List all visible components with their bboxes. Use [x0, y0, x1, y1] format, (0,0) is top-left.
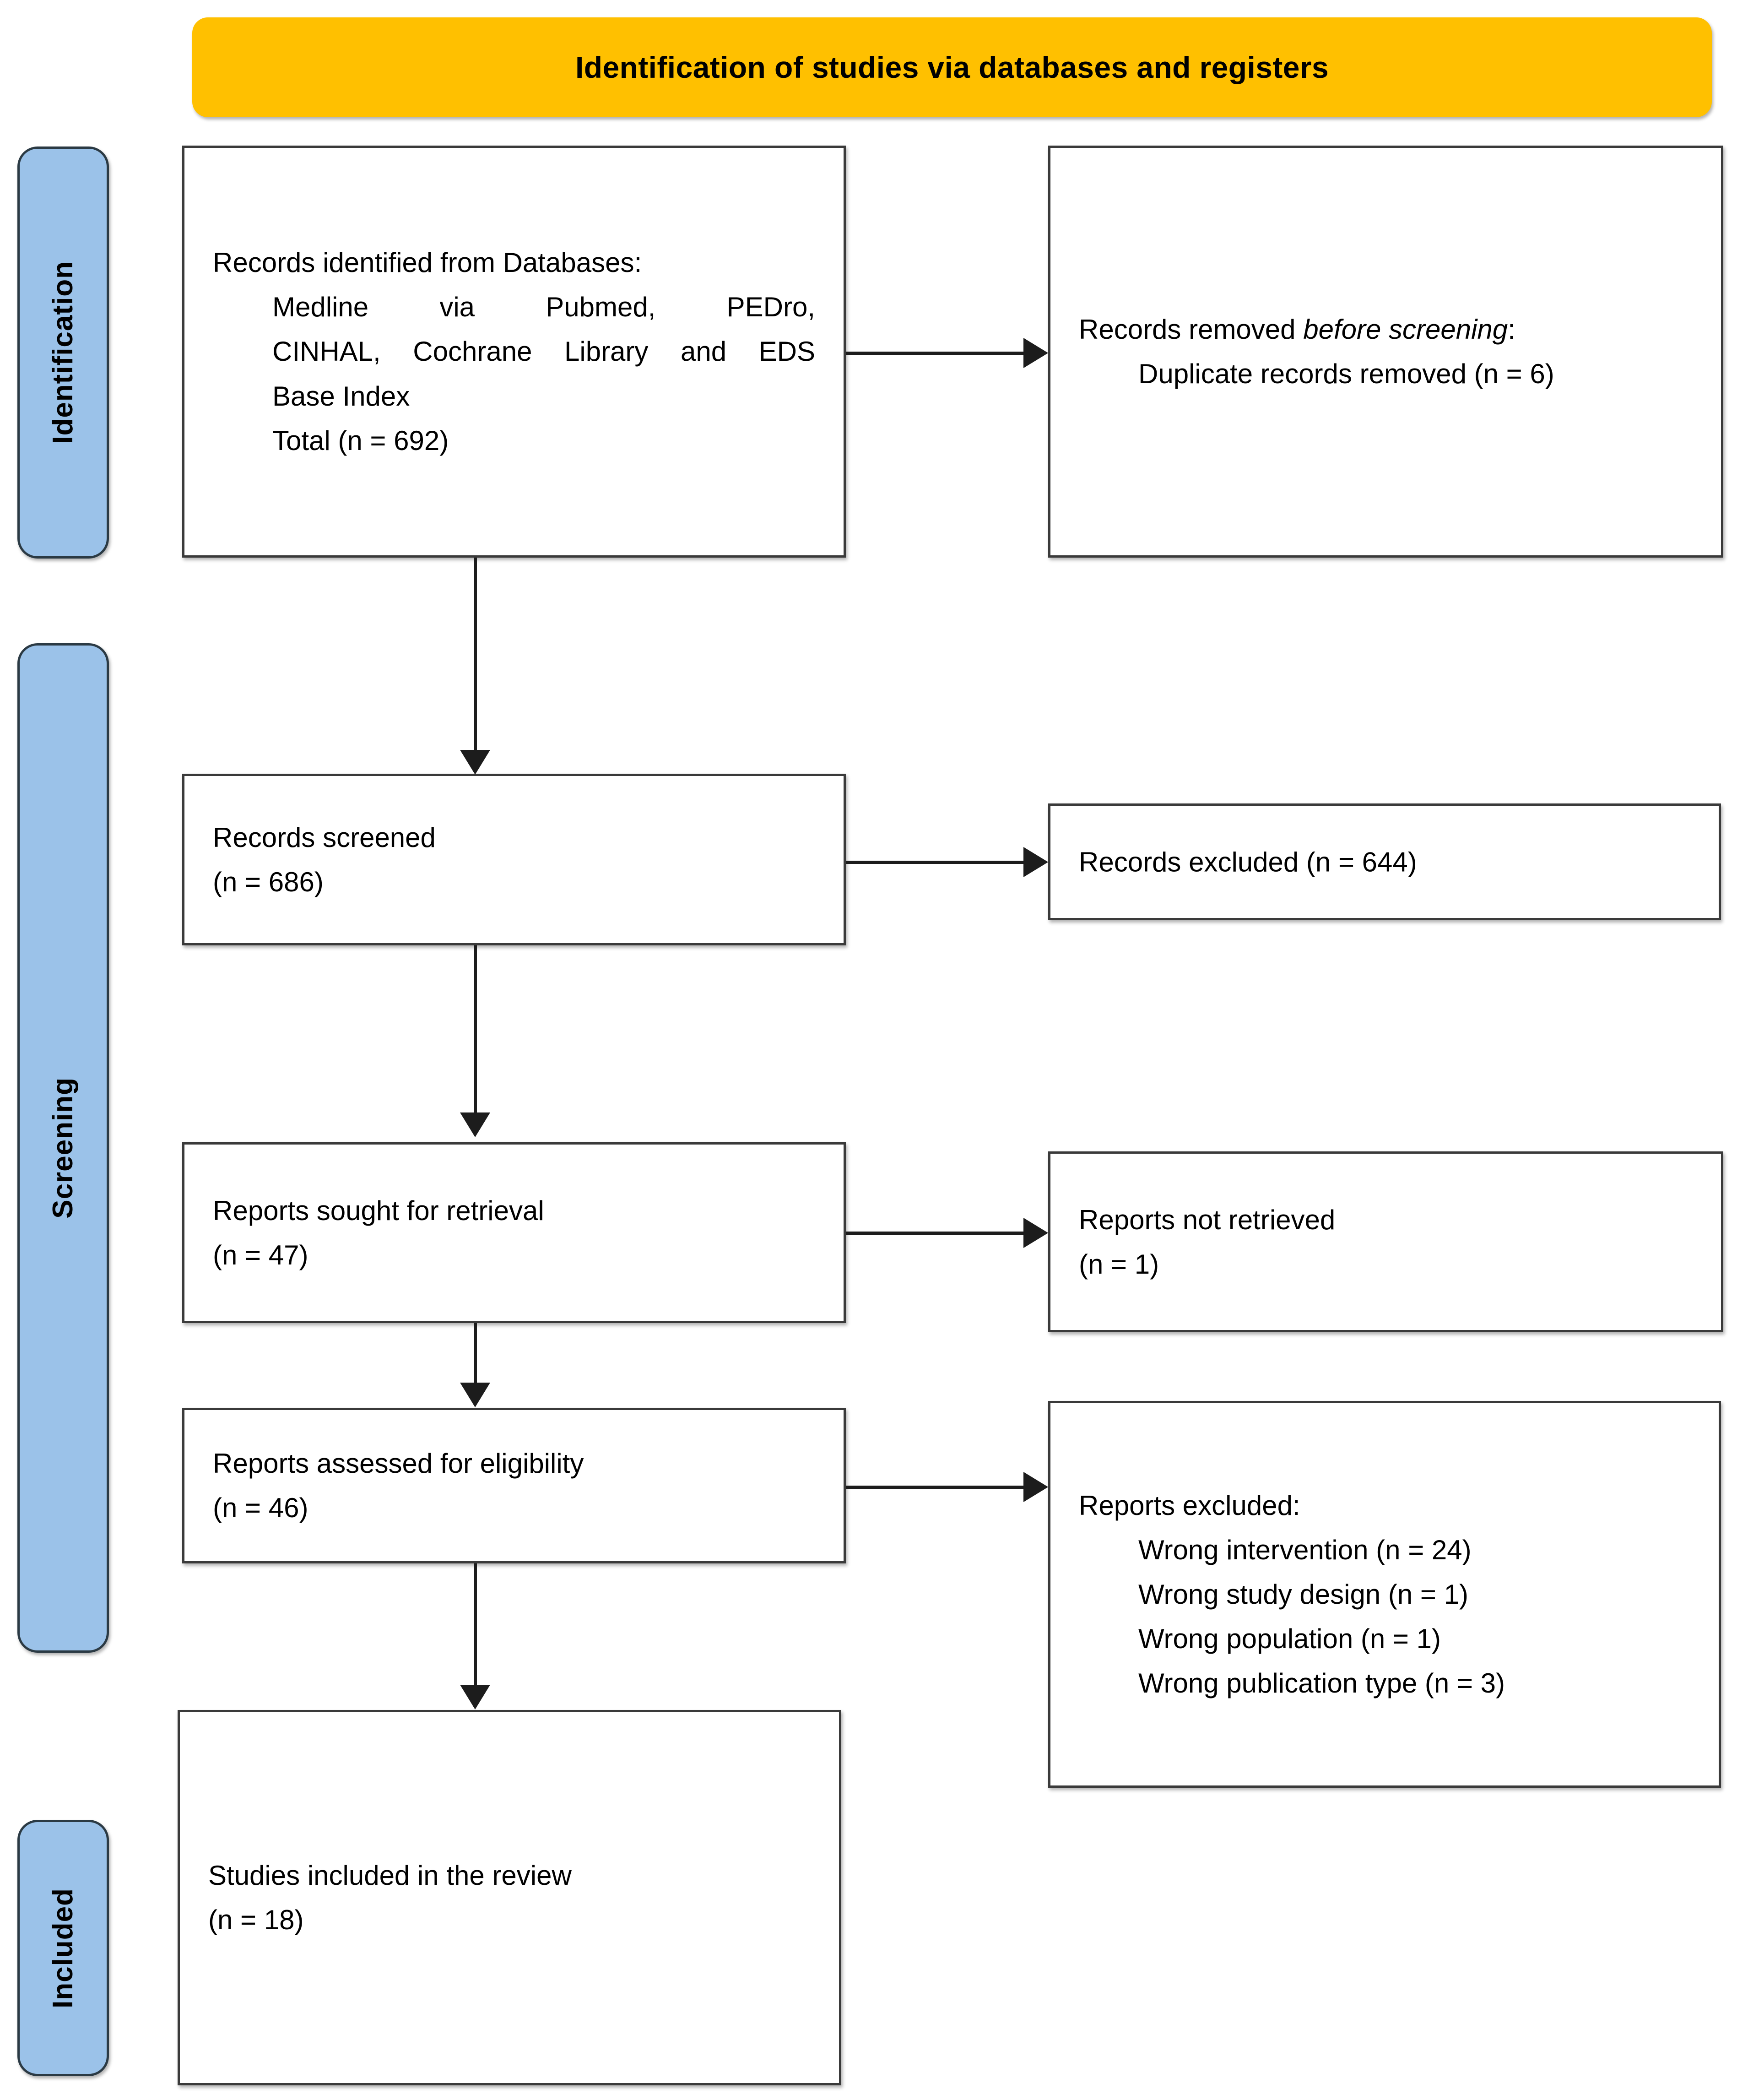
- reports-excluded-reason-4: Wrong publication type (n = 3): [1138, 1668, 1505, 1699]
- reports-excluded-heading: Reports excluded:: [1079, 1490, 1300, 1521]
- reports-assessed-count: (n = 46): [213, 1492, 308, 1523]
- records-excluded-label: Records excluded (n = 644): [1079, 846, 1417, 877]
- records-screened-label: Records screened: [213, 822, 436, 853]
- connector-assessed-to-reports-excluded: [846, 1486, 1029, 1489]
- records-identified-total: Total (n = 692): [272, 425, 449, 456]
- stage-tab-included-label: Included: [47, 1888, 79, 2008]
- box-records-removed-before-screening: Records removed before screening: Duplic…: [1048, 146, 1723, 558]
- duplicate-records-removed: Duplicate records removed (n = 6): [1138, 358, 1554, 389]
- arrow-right-icon-reports-excluded: [1023, 1472, 1048, 1502]
- arrow-right-icon-not-retrieved: [1023, 1218, 1048, 1248]
- records-identified-source-line-2: CINHAL, Cochrane Library and EDS: [272, 336, 815, 367]
- reports-sought-count: (n = 47): [213, 1239, 308, 1270]
- box-studies-included: Studies included in the review (n = 18): [178, 1710, 841, 2085]
- arrow-right-icon-records-excluded: [1023, 847, 1048, 877]
- reports-not-retrieved-label: Reports not retrieved: [1079, 1204, 1336, 1235]
- reports-excluded-reason-1: Wrong intervention (n = 24): [1138, 1534, 1472, 1565]
- records-removed-heading-emphasis: before screening: [1303, 314, 1508, 345]
- box-reports-not-retrieved: Reports not retrieved (n = 1): [1048, 1151, 1723, 1332]
- box-reports-excluded: Reports excluded: Wrong intervention (n …: [1048, 1401, 1721, 1788]
- phase-banner-identification: Identification of studies via databases …: [192, 17, 1712, 117]
- phase-banner-title: Identification of studies via databases …: [575, 50, 1329, 84]
- box-reports-sought-for-retrieval: Reports sought for retrieval (n = 47): [182, 1142, 846, 1323]
- arrow-down-icon-screened: [460, 750, 490, 775]
- connector-sought-to-assessed: [474, 1323, 477, 1383]
- connector-identified-to-screened: [474, 558, 477, 750]
- stage-tab-identification-label: Identification: [47, 261, 79, 444]
- arrow-right-icon-removed: [1023, 338, 1048, 368]
- reports-sought-label: Reports sought for retrieval: [213, 1195, 544, 1226]
- records-identified-source-line-1: Medline via Pubmed, PEDro,: [272, 292, 815, 323]
- arrow-down-icon-assessed: [460, 1383, 490, 1407]
- records-removed-heading-suffix: :: [1508, 314, 1515, 345]
- connector-screened-to-sought: [474, 945, 477, 1112]
- reports-not-retrieved-count: (n = 1): [1079, 1248, 1159, 1280]
- studies-included-count: (n = 18): [208, 1905, 304, 1935]
- box-records-excluded: Records excluded (n = 644): [1048, 803, 1721, 920]
- records-identified-heading: Records identified from Databases:: [213, 247, 642, 278]
- reports-assessed-label: Reports assessed for eligibility: [213, 1448, 584, 1479]
- stage-tab-included: Included: [17, 1820, 109, 2076]
- connector-identified-to-removed: [846, 352, 1029, 355]
- connector-assessed-to-included: [474, 1563, 477, 1685]
- studies-included-label: Studies included in the review: [208, 1860, 572, 1891]
- stage-tab-screening-label: Screening: [47, 1077, 79, 1219]
- records-removed-heading-prefix: Records removed: [1079, 314, 1304, 345]
- connector-screened-to-records-excluded: [846, 861, 1029, 864]
- arrow-down-icon-sought: [460, 1112, 490, 1137]
- records-screened-count: (n = 686): [213, 866, 324, 897]
- reports-excluded-reason-3: Wrong population (n = 1): [1138, 1623, 1441, 1655]
- reports-excluded-reason-2: Wrong study design (n = 1): [1138, 1579, 1468, 1610]
- box-records-screened: Records screened (n = 686): [182, 774, 846, 945]
- box-records-identified: Records identified from Databases: Medli…: [182, 146, 846, 558]
- records-identified-source-line-3: Base Index: [272, 380, 410, 412]
- connector-sought-to-not-retrieved: [846, 1232, 1029, 1235]
- stage-tab-screening: Screening: [17, 643, 109, 1653]
- arrow-down-icon-included: [460, 1685, 490, 1709]
- stage-tab-identification: Identification: [17, 147, 109, 559]
- records-removed-heading: Records removed before screening:: [1079, 307, 1693, 352]
- box-reports-assessed-for-eligibility: Reports assessed for eligibility (n = 46…: [182, 1408, 846, 1563]
